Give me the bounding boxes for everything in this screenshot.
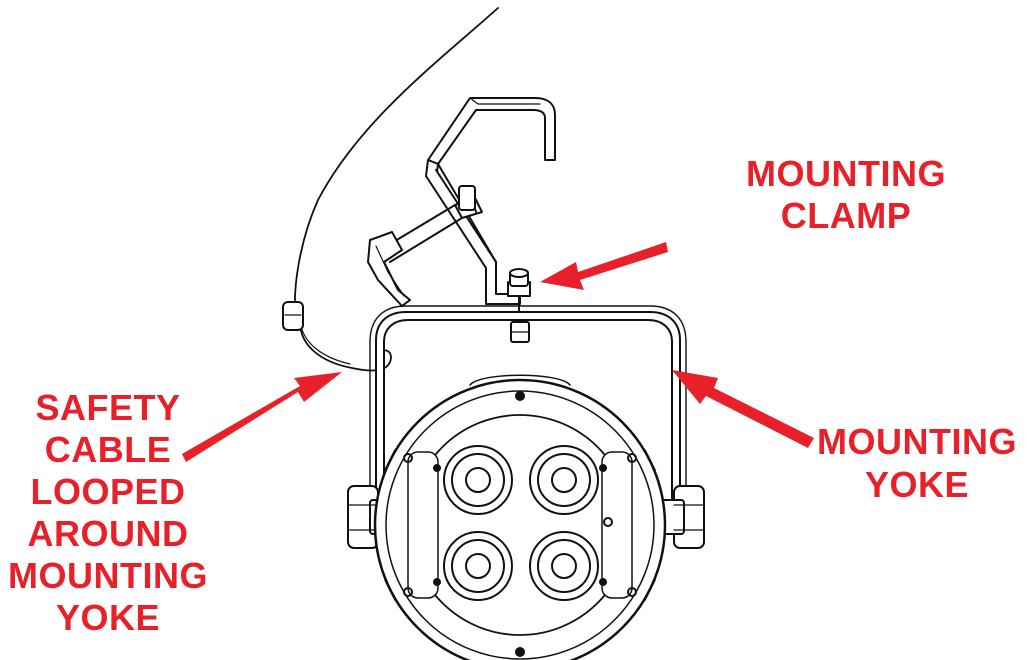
safety-label-line-1: SAFETY	[35, 387, 180, 428]
led-array	[443, 445, 599, 601]
fixture-body	[373, 374, 667, 660]
safety-cable	[282, 7, 499, 372]
safety-label-line-4: AROUND	[28, 513, 189, 554]
safety-label-line-2: CABLE	[45, 429, 172, 470]
yoke-label-line-1: MOUNTING	[817, 421, 1017, 462]
safety-cable-arrow	[182, 372, 342, 462]
clamp-label-line-2: CLAMP	[781, 195, 912, 236]
led-top-left	[443, 445, 513, 515]
safety-label-line-3: LOOPED	[30, 471, 185, 512]
led-bottom-left	[443, 531, 513, 601]
yoke-arrow	[672, 370, 814, 448]
led-bottom-right	[529, 531, 599, 601]
led-top-right	[529, 445, 599, 515]
clamp-label-line-1: MOUNTING	[746, 153, 946, 194]
mounting-clamp	[367, 97, 556, 343]
safety-label-line-5: MOUNTING	[8, 555, 208, 596]
clamp-arrow	[540, 242, 668, 290]
safety-label-line-6: YOKE	[56, 597, 160, 638]
yoke-label-line-2: YOKE	[865, 464, 969, 505]
cable-sleeve	[282, 301, 304, 331]
